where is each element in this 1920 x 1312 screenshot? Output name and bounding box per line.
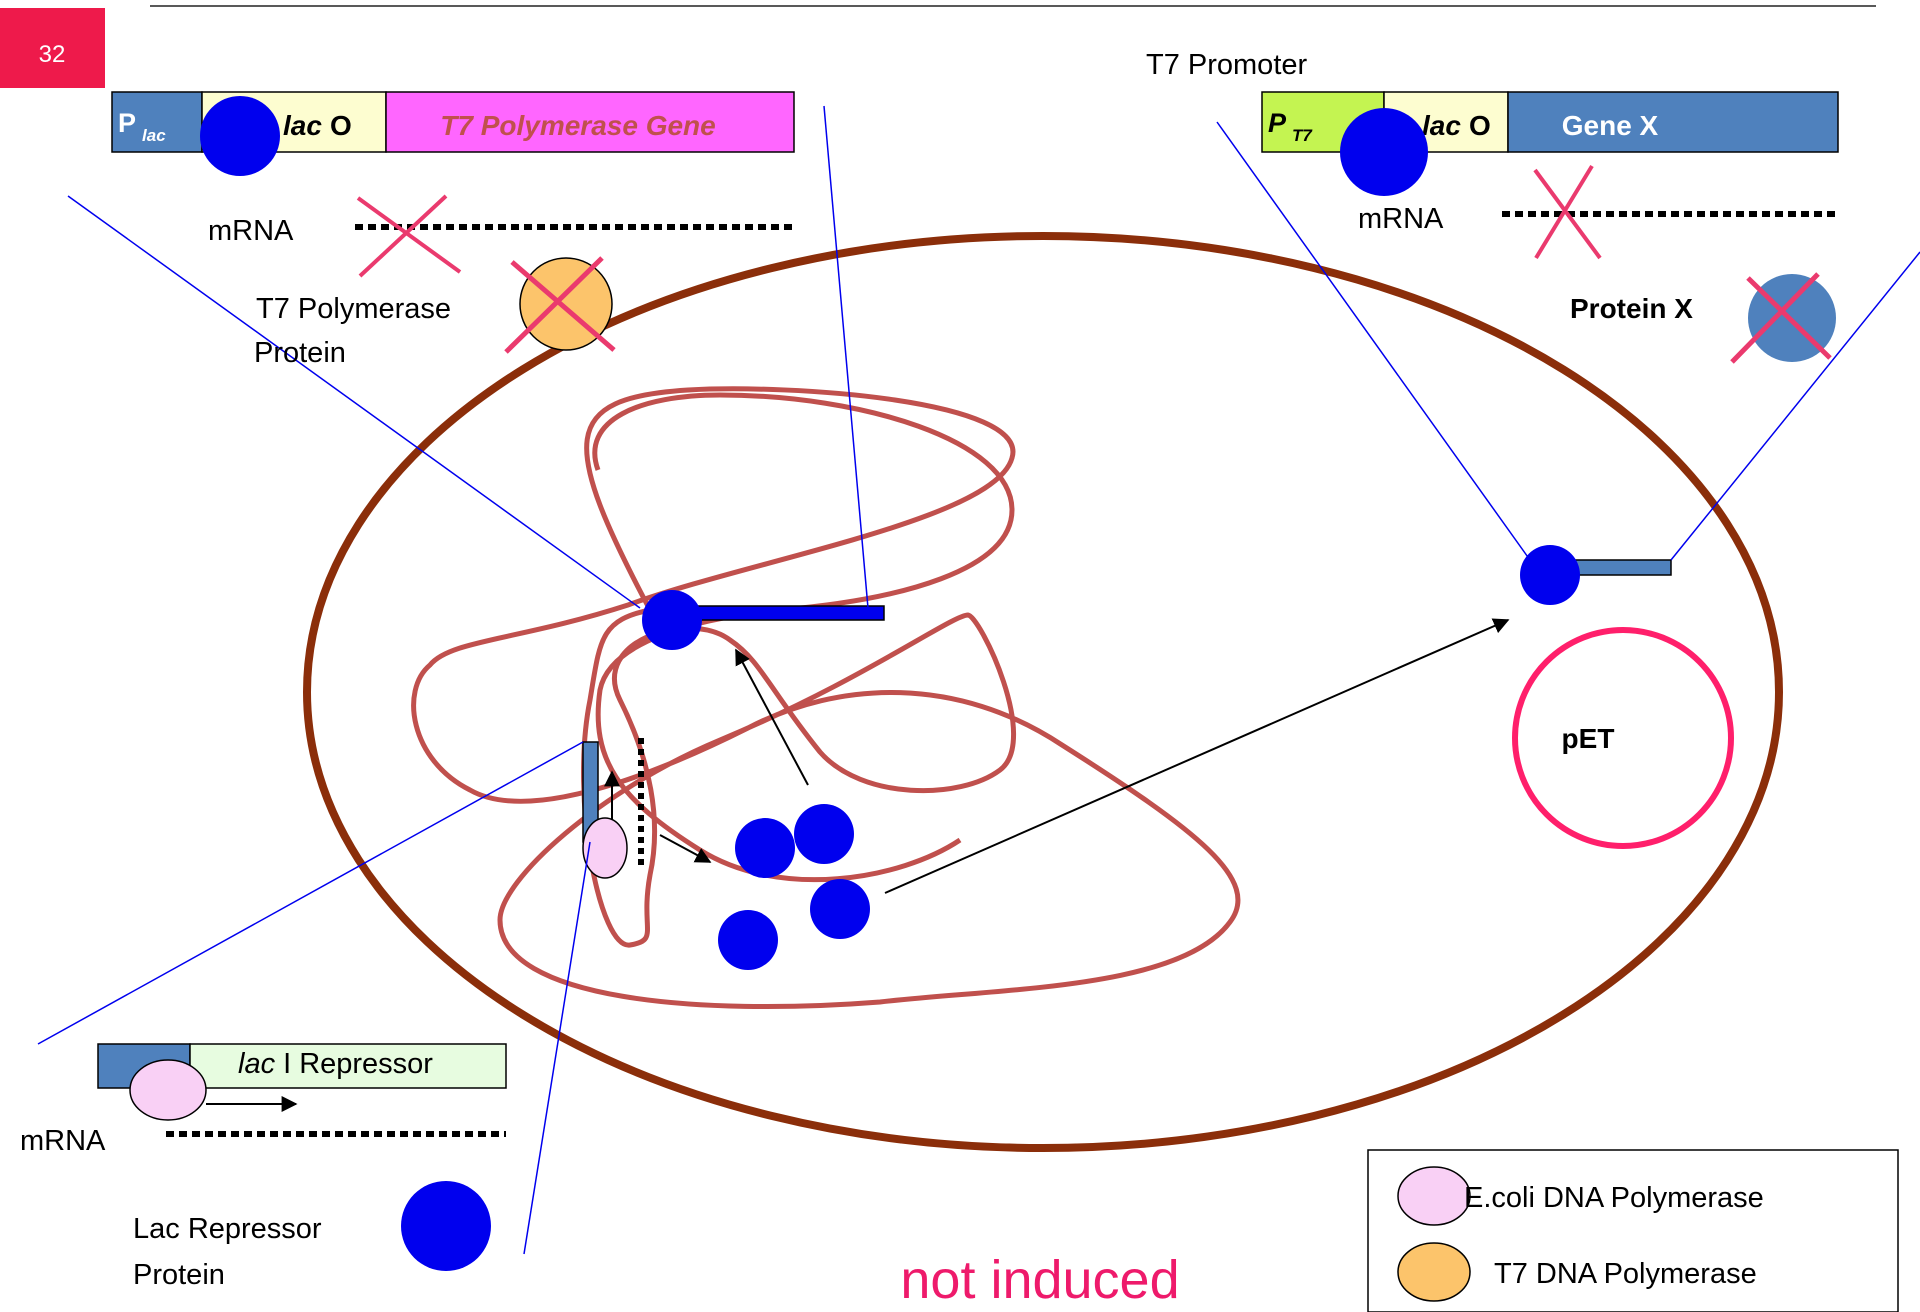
t7-mrna-label: mRNA [1358,203,1444,235]
legend-swatch-t7-polymerase [1397,1242,1471,1302]
mrna-blocked-cross [356,194,462,278]
lac-mrna-label: mRNA [208,215,294,247]
t7-polymerase-protein-label-2: Protein [254,337,346,369]
repressor-bound-chromosome [642,590,702,650]
zoom-guide-lines [37,105,1920,1255]
slide-number: 32 [39,41,66,68]
gene-x-label: Gene X [1562,110,1659,141]
cell-wall [303,232,1783,1152]
repressor-on-lac-operator [200,96,280,176]
ecoli-polymerase-in-cell [582,817,628,879]
repressor-on-t7-operator [1340,108,1428,196]
slide-number-badge [0,8,105,88]
legend-swatch-ecoli-polymerase [1397,1166,1471,1226]
protein-x-blocked-cross [1730,272,1832,364]
chromosomal-t7-gene [671,605,885,621]
repressor-to-plasmid-arrow [884,618,1510,894]
t7-promoter-title: T7 Promoter [1146,49,1307,81]
plasmid-gene-x [1572,559,1672,576]
translation-arrow [659,834,712,863]
repressor-protein [718,910,778,970]
legend-label-ecoli-polymerase: E.coli DNA Polymerase [1464,1182,1764,1214]
laci-mrna-label: mRNA [20,1125,106,1157]
pet-plasmid [1512,627,1734,849]
repressor-to-chromosome-arrow [735,648,809,786]
ecoli-polymerase-on-laci [129,1059,207,1121]
legend-label-t7-polymerase: T7 DNA Polymerase [1494,1258,1757,1290]
lac-repressor-protein [401,1181,491,1271]
protein-blocked-cross [504,256,616,354]
legend: E.coli DNA Polymerase T7 DNA Polymerase [1367,1149,1899,1312]
repressor-bound-plasmid [1520,545,1580,605]
chromosome [411,386,1241,1009]
t7-polymerase-protein-label-1: T7 Polymerase [256,293,451,325]
repressor-protein [735,818,795,878]
induction-state-caption: not induced [900,1250,1179,1310]
lac-repressor-label-2: Protein [133,1259,225,1291]
repressor-protein [810,879,870,939]
repressor-protein [794,804,854,864]
protein-x-label: Protein X [1570,293,1693,324]
t7-mrna-blocked-cross [1533,164,1602,260]
t7-polymerase-gene-label: T7 Polymerase Gene [440,110,715,141]
lac-repressor-label-1: Lac Repressor [133,1213,322,1245]
plasmid-label: pET [1562,723,1615,754]
